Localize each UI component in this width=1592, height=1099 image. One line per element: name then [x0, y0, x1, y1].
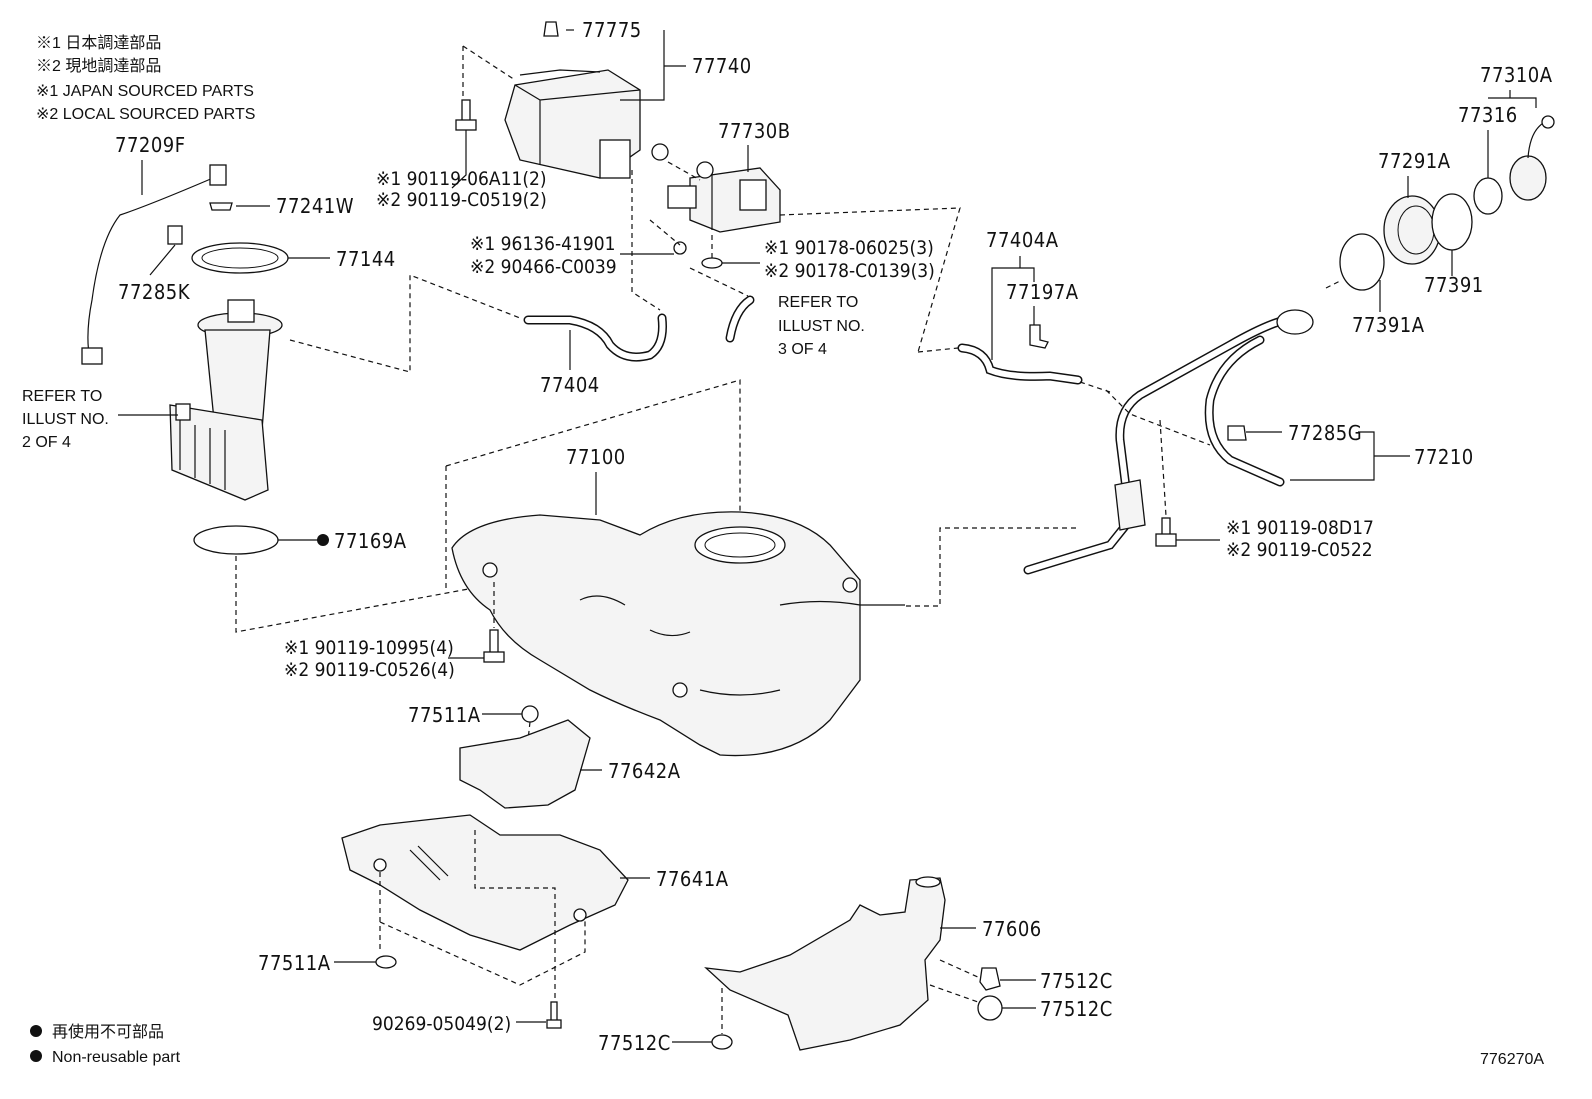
label-77391a[interactable]: 77391A — [1352, 313, 1425, 337]
label-77512c-3[interactable]: 77512C — [598, 1031, 671, 1055]
ring-77316-drawing — [1473, 177, 1503, 215]
ref-hose-line3: 3 OF 4 — [778, 341, 827, 358]
label-77209f[interactable]: 77209F — [115, 133, 186, 157]
label-90119-06a11[interactable]: ※1 90119-06A11(2) — [376, 168, 547, 190]
shield-77641a-drawing — [341, 814, 629, 951]
hose-77404-drawing — [523, 313, 667, 362]
label-90119-c0522[interactable]: ※2 90119-C0522 — [1226, 539, 1373, 561]
fuel-pump-assembly-drawing — [169, 299, 283, 501]
label-77291a[interactable]: 77291A — [1378, 149, 1451, 173]
grommet-90178-drawing — [701, 257, 723, 269]
shield-77642a-drawing — [459, 719, 591, 809]
label-77775[interactable]: 77775 — [582, 18, 642, 42]
clip-77511a-bottom-drawing — [375, 955, 397, 969]
ref-hose-line2: ILLUST NO. — [778, 318, 865, 335]
adapter-77291a-drawing — [1383, 195, 1441, 265]
shield-77606-drawing — [704, 876, 946, 1051]
clip-77512c-3-drawing — [711, 1034, 733, 1050]
screw-90269-drawing — [546, 1001, 562, 1029]
label-90119-c0519[interactable]: ※2 90119-C0519(2) — [376, 189, 547, 211]
label-77210[interactable]: 77210 — [1414, 445, 1474, 469]
connector-77285k-drawing — [167, 225, 183, 245]
sender-wire-77209f-drawing — [81, 164, 227, 365]
bolt-90119-08d17-drawing — [1155, 517, 1177, 547]
note-jp2: ※2 現地調達部品 — [36, 57, 161, 75]
label-77404a[interactable]: 77404A — [986, 228, 1059, 252]
gasket-77391a-drawing — [1339, 233, 1385, 291]
label-77730b[interactable]: 77730B — [718, 119, 791, 143]
charcoal-canister-drawing — [504, 69, 669, 179]
label-77641a[interactable]: 77641A — [656, 867, 729, 891]
label-90119-08d17[interactable]: ※1 90119-08D17 — [1226, 517, 1374, 539]
non-reusable-bullet-en — [30, 1050, 42, 1062]
label-90269-05049[interactable]: 90269-05049(2) — [372, 1013, 511, 1035]
label-77100[interactable]: 77100 — [566, 445, 626, 469]
note-jp1: ※1 日本調達部品 — [36, 34, 161, 52]
vapor-valve-drawing — [667, 161, 781, 233]
label-77241w[interactable]: 77241W — [276, 194, 354, 218]
label-77740[interactable]: 77740 — [692, 54, 752, 78]
label-77310a[interactable]: 77310A — [1480, 63, 1553, 87]
bolt-90119-06a11-drawing — [455, 99, 477, 131]
fuel-tank-drawing — [451, 511, 905, 757]
label-77642a[interactable]: 77642A — [608, 759, 681, 783]
non-reusable-mark-77169a — [317, 534, 329, 546]
label-77391[interactable]: 77391 — [1424, 273, 1484, 297]
note-en2: ※2 LOCAL SOURCED PARTS — [36, 106, 255, 123]
label-77512c-1[interactable]: 77512C — [1040, 969, 1113, 993]
gasket-77391-drawing — [1431, 193, 1473, 251]
non-reusable-bullet-jp — [30, 1025, 42, 1037]
label-77285g[interactable]: 77285G — [1288, 421, 1362, 445]
label-77511a-top[interactable]: 77511A — [408, 703, 481, 727]
label-77144[interactable]: 77144 — [336, 247, 396, 271]
ref-pump-line1: REFER TO — [22, 388, 102, 405]
clip-77775-drawing — [543, 21, 559, 37]
label-77511a-bottom[interactable]: 77511A — [258, 951, 331, 975]
gasket-77169a-drawing — [193, 525, 279, 555]
label-90178-c0139[interactable]: ※2 90178-C0139(3) — [764, 260, 935, 282]
label-77606[interactable]: 77606 — [982, 917, 1042, 941]
label-90119-10995[interactable]: ※1 90119-10995(4) — [284, 637, 454, 659]
clip-77285g-drawing — [1227, 425, 1247, 441]
ref-pump-line2: ILLUST NO. — [22, 411, 109, 428]
ref-pump-line3: 2 OF 4 — [22, 434, 71, 451]
fuel-cap-77310a-drawing — [1509, 115, 1555, 201]
illustration-id: 776270A — [1480, 1051, 1544, 1068]
clip-77512c-1-drawing — [979, 967, 1001, 991]
label-77169a[interactable]: 77169A — [334, 529, 407, 553]
clip-77197a-drawing — [1029, 324, 1049, 349]
label-90178-06025[interactable]: ※1 90178-06025(3) — [764, 237, 934, 259]
clip-77511a-top-drawing — [521, 705, 539, 723]
filler-pipe-77210-drawing — [1023, 309, 1314, 575]
ref-hose-line1: REFER TO — [778, 294, 858, 311]
retainer-ring-77144-drawing — [191, 242, 289, 274]
label-90466[interactable]: ※2 90466-C0039 — [470, 256, 617, 278]
hose-77404a-drawing — [957, 343, 1083, 385]
label-77285k[interactable]: 77285K — [118, 280, 191, 304]
legend-en: Non-reusable part — [52, 1049, 181, 1066]
clip-77512c-2-drawing — [977, 995, 1003, 1021]
bolt-90119-10995-drawing — [483, 629, 505, 663]
label-77197a[interactable]: 77197A — [1006, 280, 1079, 304]
label-77404[interactable]: 77404 — [540, 373, 600, 397]
label-96136[interactable]: ※1 96136-41901 — [470, 233, 616, 255]
label-90119-c0526[interactable]: ※2 90119-C0526(4) — [284, 659, 455, 681]
clip-77241w-drawing — [209, 202, 233, 211]
label-77512c-2[interactable]: 77512C — [1040, 997, 1113, 1021]
note-en1: ※1 JAPAN SOURCED PARTS — [36, 83, 254, 100]
clip-96136-drawing — [673, 241, 687, 255]
legend-jp: 再使用不可部品 — [52, 1023, 164, 1041]
label-77316[interactable]: 77316 — [1458, 103, 1518, 127]
